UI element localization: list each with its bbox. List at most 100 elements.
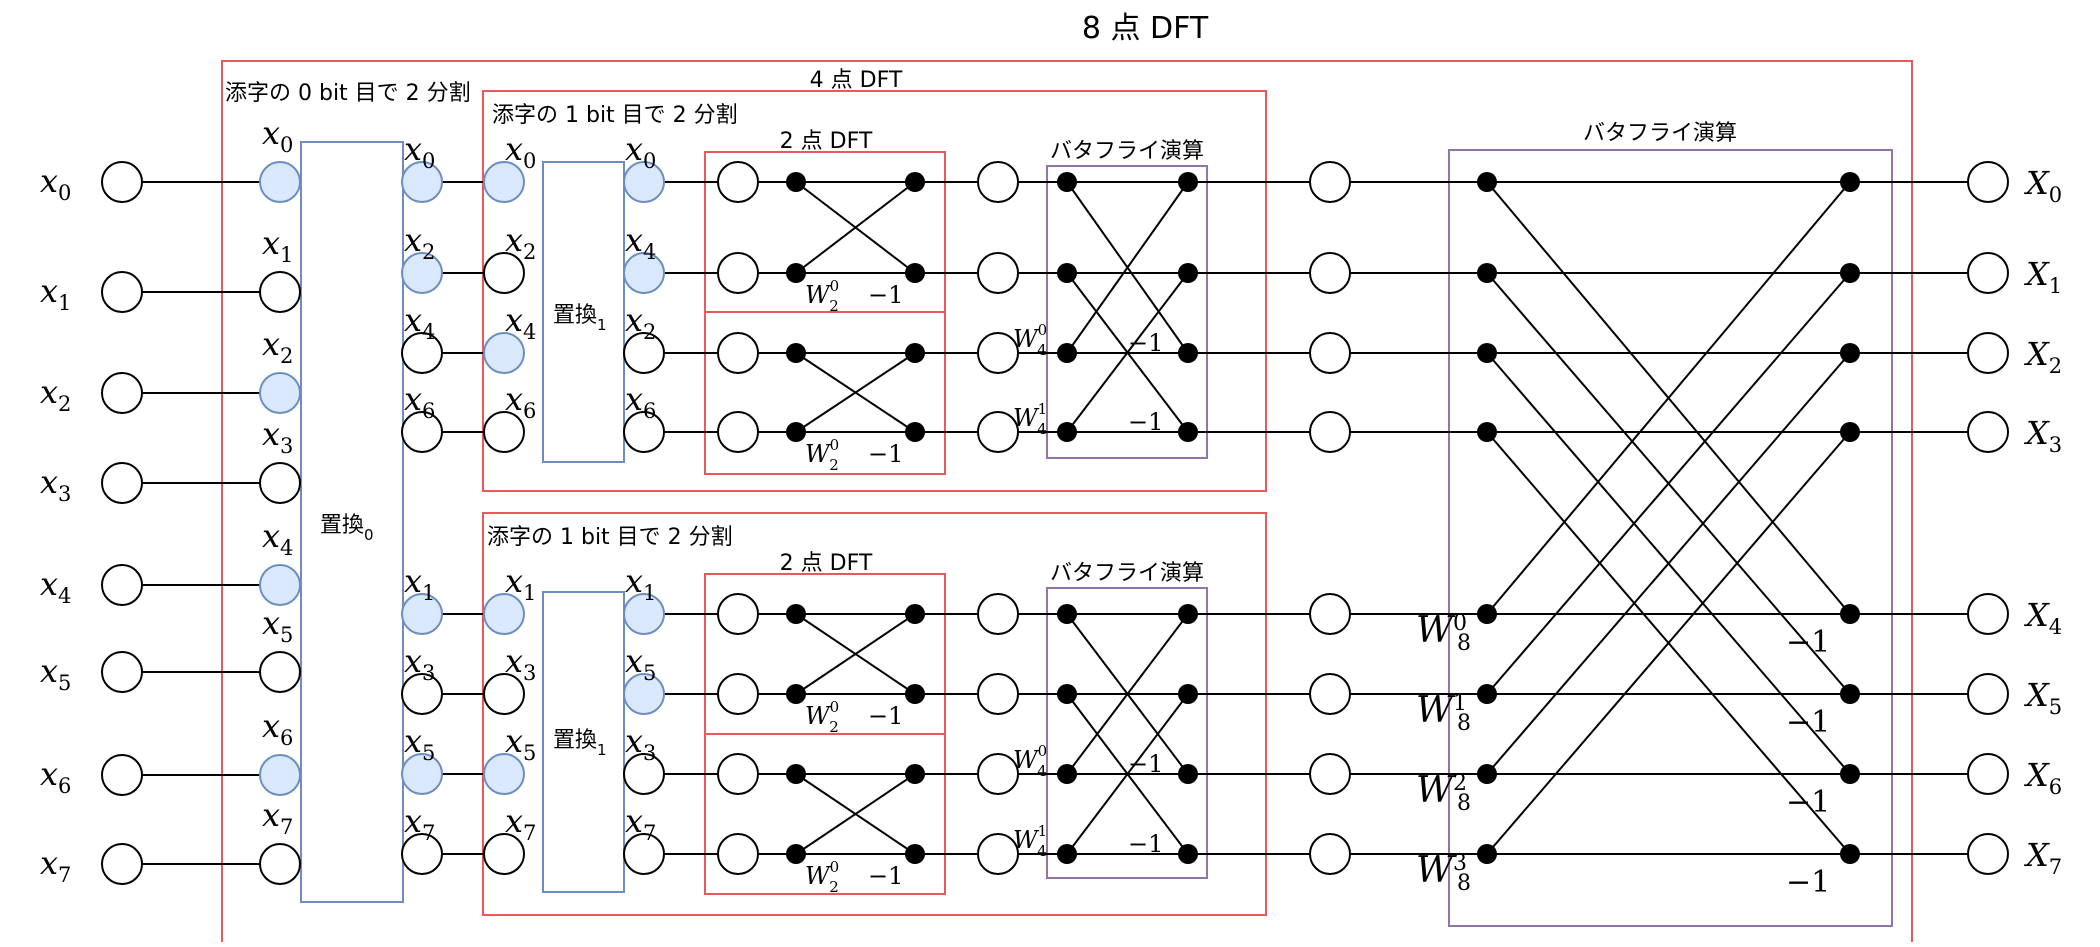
dft4-upper-frame — [482, 90, 1267, 492]
b4-neg-label: −1 — [1128, 830, 1163, 858]
twiddle2-label-sup: 0 — [830, 698, 840, 716]
twiddle8-label-sub: 8 — [1457, 711, 1471, 736]
perm1-in-label: x7 — [505, 802, 536, 845]
perm0-out-label: x2 — [404, 221, 435, 264]
b4-dot — [1178, 844, 1198, 864]
perm0-out-label-base: x — [404, 380, 422, 418]
twiddle4-label-sub: 4 — [1037, 762, 1047, 780]
b8-right-dot — [1840, 422, 1860, 442]
dft2-dot — [905, 684, 925, 704]
input-label: x5 — [40, 652, 71, 695]
perm1-out-node — [623, 161, 665, 203]
dft2-cross — [795, 352, 916, 433]
twiddle8-label-sub: 8 — [1457, 631, 1471, 656]
b8-right-dot — [1840, 684, 1860, 704]
signal-labels: x0x0x1x1x2x2x3x3x4x4x5x5x6x6x7x7x0x2x4x6… — [40, 114, 2062, 900]
twiddle4-label-base: W — [1013, 404, 1040, 432]
twiddle2-label-sub: 2 — [829, 456, 839, 474]
input-node — [101, 651, 143, 693]
input-label-sub: 5 — [58, 671, 71, 695]
twiddle8-label-sup: 0 — [1453, 611, 1467, 636]
perm0-in-node — [259, 754, 301, 796]
input-label-sub: 1 — [58, 291, 71, 315]
dft4-label: 4 点 DFT — [810, 68, 903, 93]
diagram-title: 8 点 DFT — [1082, 11, 1209, 46]
twiddle2-label-sub: 2 — [829, 718, 839, 736]
input-label-base: x — [40, 162, 58, 200]
dft2-cross — [795, 181, 916, 274]
perm0-in-node — [259, 843, 301, 885]
perm0-out-label: x4 — [404, 301, 435, 344]
twiddle4-label-base: W — [1013, 826, 1040, 854]
perm1-out-label-sub: 2 — [643, 320, 656, 344]
perm1-out-label-sub: 5 — [643, 661, 656, 685]
perm0-out-label: x5 — [404, 722, 435, 765]
perm0-in-label: x2 — [262, 325, 293, 368]
output-node — [1967, 411, 2009, 453]
output-label: X4 — [2023, 596, 2062, 639]
perm1-in-label-base: x — [505, 130, 523, 168]
perm1-out-label: x0 — [625, 130, 656, 173]
output-label-sub: 0 — [2049, 183, 2062, 207]
output-label-base: X — [2023, 414, 2050, 452]
b8-neg-label: −1 — [1786, 625, 1830, 660]
output-label-sub: 4 — [2049, 615, 2062, 639]
output-node — [1967, 332, 2009, 374]
output-label-sub: 2 — [2049, 354, 2062, 378]
split1-upper-label: 添字の 1 bit 目で 2 分割 — [492, 103, 738, 128]
perm0-in-label-sub: 0 — [280, 133, 293, 157]
perm1-out-label-sub: 3 — [643, 741, 656, 765]
dft2-in-node — [717, 411, 759, 453]
output-node — [1967, 161, 2009, 203]
perm1-in-label-base: x — [505, 380, 523, 418]
input-label-base: x — [40, 652, 58, 690]
perm0-in-node — [259, 462, 301, 504]
perm1-in-label: x5 — [505, 722, 536, 765]
twiddle4-label-sub: 4 — [1037, 341, 1047, 359]
dft2-dot — [786, 263, 806, 283]
perm0-in-label-base: x — [262, 517, 280, 555]
butterfly4-lower-frame — [1046, 587, 1208, 879]
perm0-in-label: x1 — [262, 224, 293, 267]
dft2-neg-label: −1 — [868, 702, 903, 730]
perm1-in-label-sub: 1 — [523, 581, 536, 605]
perm0-in-label: x3 — [262, 415, 293, 458]
dft8-frame — [221, 60, 1913, 945]
b8-in-node — [1309, 833, 1351, 875]
perm1-out-label-base: x — [625, 380, 643, 418]
twiddle4-label-sup: 1 — [1038, 822, 1048, 840]
b8-left-dot — [1477, 844, 1497, 864]
perm1-out-label-base: x — [625, 642, 643, 680]
perm1-label-text: 置換 — [553, 728, 597, 753]
perm1-in-label-sub: 7 — [523, 821, 536, 845]
perm1-out-label: x5 — [625, 642, 656, 685]
b8-right-dot — [1840, 343, 1860, 363]
twiddle2-label-base: W — [805, 440, 832, 468]
twiddle4-label-sup: 0 — [1038, 321, 1048, 339]
perm0-in-label-sub: 7 — [280, 815, 293, 839]
butterfly4-lower-label: バタフライ演算 — [1050, 561, 1204, 586]
perm1-in-label-base: x — [505, 221, 523, 259]
input-label-base: x — [40, 272, 58, 310]
dft2-dot — [786, 604, 806, 624]
perm1-in-node — [483, 673, 525, 715]
signal-nodes — [101, 161, 2009, 885]
b4-dot — [1057, 263, 1077, 283]
perm1-in-label-base: x — [505, 562, 523, 600]
dft2-dot — [905, 844, 925, 864]
b4-neg-label: −1 — [1128, 329, 1163, 357]
dft2-in-node — [717, 332, 759, 374]
b4-dot — [1057, 764, 1077, 784]
b4-dot — [1178, 263, 1198, 283]
perm0-in-label-sub: 6 — [280, 726, 293, 750]
input-label-sub: 4 — [58, 584, 71, 608]
b4-dot — [1178, 422, 1198, 442]
b8-cross — [1486, 431, 1851, 855]
perm1-out-label-sub: 1 — [643, 581, 656, 605]
dft2-in-node — [717, 593, 759, 635]
perm1-out-node — [623, 252, 665, 294]
